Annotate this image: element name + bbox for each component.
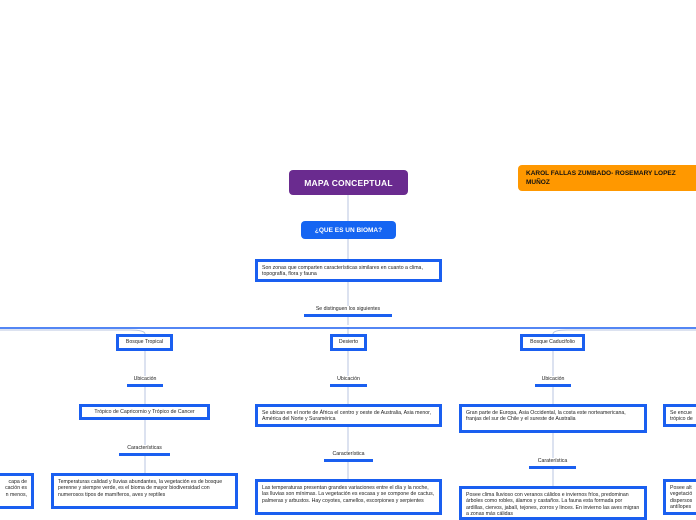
right-partial-traits-node[interactable]: Posee alt vegetació dispersos antílopes [663, 479, 696, 515]
deciduous-traits-label[interactable]: Caraterística [529, 458, 576, 469]
left-partial-traits-node[interactable]: capa de cación es n menos, [0, 473, 34, 509]
title-node[interactable]: MAPA CONCEPTUAL [289, 170, 408, 195]
tropical-location-node[interactable]: Trópico de Capricornio y Trópico de Canc… [79, 404, 210, 420]
authors-node[interactable]: KAROL FALLAS ZUMBADO- ROSEMARY LOPEZ MUÑ… [518, 165, 696, 191]
desert-node[interactable]: Desierto [330, 334, 367, 351]
desert-location-label[interactable]: Ubicación [330, 376, 367, 387]
definition-node[interactable]: Son zonas que comparten características … [255, 259, 442, 282]
tropical-traits-node[interactable]: Temperaturas calidad y lluvias abundante… [51, 473, 238, 509]
tropical-location-label[interactable]: Ubicación [127, 376, 163, 387]
desert-traits-node[interactable]: Las temperaturas presentan grandes varia… [255, 479, 442, 515]
deciduous-traits-node[interactable]: Posee clima lluvioso con veranos cálidos… [459, 486, 647, 520]
distinguish-label[interactable]: Se distinguen los siguientes [304, 306, 392, 317]
deciduous-location-label[interactable]: Ubicación [535, 376, 571, 387]
question-node[interactable]: ¿QUE ES UN BIOMA? [301, 221, 396, 239]
tropical-traits-label[interactable]: Características [119, 445, 170, 456]
deciduous-location-node[interactable]: Gran parte de Europa, Asia Occidental, l… [459, 404, 647, 433]
desert-location-node[interactable]: Se ubican en el norte de África el centr… [255, 404, 442, 427]
desert-traits-label[interactable]: Característica [324, 451, 373, 462]
tropical-forest-node[interactable]: Bosque Tropical [116, 334, 173, 351]
right-partial-location-node[interactable]: Se encue trópico de [663, 404, 696, 427]
deciduous-forest-node[interactable]: Bosque Caducifolio [520, 334, 585, 351]
